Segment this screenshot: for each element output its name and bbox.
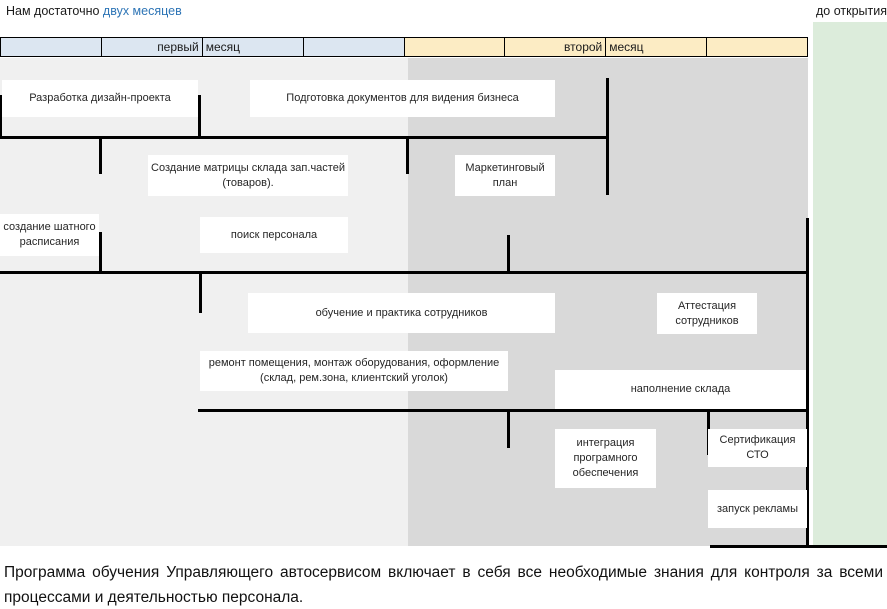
month2-label-word1: второй [564, 40, 603, 54]
top-note-prefix: Нам достаточно [6, 4, 103, 18]
connector-vline-month-boundary [406, 136, 409, 174]
connector-vline-matrix-left [99, 136, 102, 174]
task-ads-launch[interactable]: запуск рекламы [708, 490, 807, 528]
top-note: Нам достаточно двух месяцев [6, 4, 182, 18]
task-warehouse-matrix[interactable]: Создание матрицы склада зап.частей (това… [148, 155, 348, 196]
top-note-highlight: двух месяцев [102, 4, 182, 18]
task-software-integration-label: интеграция програмного обеспечения [572, 437, 639, 479]
month2-cell-3[interactable]: месяц [606, 38, 708, 56]
task-staff-training[interactable]: обучение и практика сотрудников [248, 293, 555, 333]
task-marketing-plan[interactable]: Маркетинговый план [455, 155, 555, 196]
connector-hline-row1 [0, 136, 609, 139]
task-staff-attestation-label: Аттестация сотрудников [675, 299, 739, 327]
task-staff-schedule-label: создание шатного расписания [3, 221, 96, 248]
task-design-project-label: Разработка дизайн-проекта [29, 92, 171, 104]
connector-vline-documents [606, 78, 609, 195]
pre-opening-label: до открытия [816, 4, 887, 18]
footer-paragraph: Программа обучения Управляющего автосерв… [4, 564, 883, 606]
pre-opening-column [813, 22, 887, 546]
task-staff-search[interactable]: поиск персонала [200, 217, 348, 253]
task-sto-certification[interactable]: Сертификация СТО [708, 429, 807, 467]
task-warehouse-filling[interactable]: наполнение склада [555, 370, 806, 409]
task-design-project[interactable]: Разработка дизайн-проекта [2, 80, 198, 117]
connector-hline-row2 [0, 271, 809, 274]
task-software-integration[interactable]: интеграция програмного обеспечения [555, 429, 656, 488]
task-marketing-plan-label: Маркетинговый план [465, 161, 545, 189]
month2-cell-4[interactable] [707, 38, 807, 56]
month1-cell-1[interactable] [1, 38, 102, 56]
task-staff-schedule[interactable]: создание шатного расписания [0, 214, 99, 256]
task-warehouse-matrix-label: Создание матрицы склада зап.частей (това… [151, 161, 345, 189]
month2-cell-1[interactable] [404, 38, 506, 56]
task-business-documents[interactable]: Подготовка документов для видения бизнес… [250, 80, 555, 117]
month2-label-word2: месяц [609, 40, 644, 54]
month-header-row: первый месяц второй месяц [0, 37, 808, 57]
month1-label-word1: первый [157, 40, 199, 54]
month1-cell-2[interactable]: первый [101, 38, 203, 56]
connector-hline-bottom [710, 545, 887, 548]
task-sto-certification-label: Сертификация СТО [719, 434, 796, 461]
month1-label-word2: месяц [205, 40, 241, 54]
task-premises-repair-label: ремонт помещения, монтаж оборудования, о… [208, 357, 500, 384]
task-staff-search-label: поиск персонала [230, 228, 318, 241]
connector-vline-repair [507, 409, 510, 448]
month2-cell-2[interactable]: второй [505, 38, 607, 56]
task-business-documents-label: Подготовка документов для видения бизнес… [286, 92, 519, 104]
month1-cell-3[interactable]: месяц [202, 38, 304, 56]
connector-vline-design [198, 95, 201, 139]
connector-vline-left-edge [0, 95, 2, 139]
connector-vline-right-edge [806, 218, 809, 548]
connector-hline-row3 [198, 409, 809, 412]
task-staff-training-label: обучение и практика сотрудников [315, 306, 488, 319]
task-premises-repair[interactable]: ремонт помещения, монтаж оборудования, о… [200, 351, 508, 391]
task-staff-attestation[interactable]: Аттестация сотрудников [657, 293, 757, 334]
connector-vline-schedule [99, 232, 102, 274]
month1-cell-4[interactable] [303, 38, 405, 56]
connector-vline-search [507, 235, 510, 274]
task-ads-launch-label: запуск рекламы [716, 502, 799, 515]
task-warehouse-filling-label: наполнение склада [630, 383, 731, 395]
connector-vline-training [199, 271, 202, 313]
